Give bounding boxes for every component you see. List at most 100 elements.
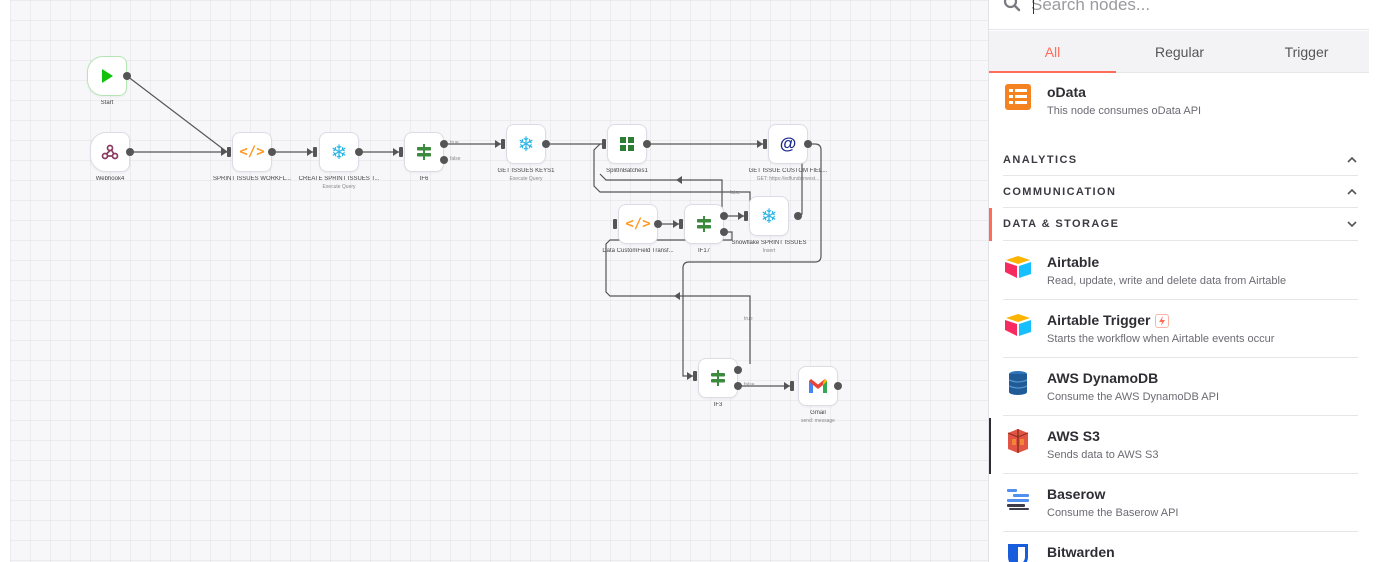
odata-icon — [1003, 82, 1033, 112]
split-in-batches-node[interactable] — [607, 124, 647, 164]
gmail-sub: send: message — [801, 418, 835, 424]
if3-false-handle[interactable] — [734, 382, 742, 390]
start-node[interactable] — [87, 56, 127, 96]
gmail-node[interactable] — [798, 366, 838, 406]
grid-icon — [620, 137, 634, 151]
connection-start-to-workflow — [126, 75, 228, 153]
tab-all[interactable]: All — [989, 31, 1116, 73]
if17-true-handle[interactable] — [720, 212, 728, 220]
get-issue-custom-sub: GET: https://edfundsinvest... — [756, 176, 820, 182]
start-output-handle[interactable] — [123, 72, 131, 80]
search-icon — [1003, 0, 1021, 12]
play-icon — [102, 69, 113, 83]
category-analytics[interactable]: ANALYTICS — [1003, 144, 1358, 176]
node-item-name-row: Airtable Trigger — [1047, 312, 1170, 329]
search-input[interactable] — [1031, 0, 1351, 19]
if6-false-tag: false — [450, 156, 461, 162]
if3-label: IF3 — [713, 402, 723, 408]
category-data-storage[interactable]: DATA & STORAGE — [1003, 208, 1358, 241]
connection-getcustom-loop — [682, 143, 822, 377]
if17-false-handle[interactable] — [720, 228, 728, 236]
start-node-label: Start — [100, 100, 114, 106]
node-item-name: AWS DynamoDB — [1047, 370, 1159, 386]
s3-icon — [1003, 426, 1033, 456]
create-output-handle[interactable] — [355, 148, 363, 156]
code-icon: </> — [625, 216, 651, 232]
airtable-icon — [1003, 252, 1033, 282]
workflow-output-handle[interactable] — [268, 148, 276, 156]
if6-input-handle[interactable] — [399, 147, 403, 157]
sprint-issues-workflow-node[interactable]: </> — [232, 132, 272, 172]
if17-node[interactable] — [684, 204, 724, 244]
node-item-baserow[interactable]: Baserow Consume the Baserow API — [1003, 474, 1358, 532]
node-item-name: Airtable Trigger — [1047, 312, 1151, 328]
category-label: DATA & STORAGE — [1003, 218, 1120, 230]
snowflake-icon: ❄ — [760, 205, 778, 228]
node-item-desc: Consume the Baserow API — [1047, 507, 1179, 519]
webhook-output-handle[interactable] — [126, 148, 134, 156]
node-item-bitwarden[interactable]: Bitwarden — [1003, 532, 1358, 562]
category-communication[interactable]: COMMUNICATION — [1003, 176, 1358, 208]
create-sprint-issues-node[interactable]: ❄ — [319, 132, 359, 172]
if6-label: IF6 — [419, 176, 429, 182]
get-issues-keys-label: GET ISSUES KEYS1 — [497, 168, 555, 174]
if6-node[interactable] — [404, 132, 444, 172]
snowflake-sprint-output-handle[interactable] — [794, 212, 802, 220]
if6-true-handle[interactable] — [440, 140, 448, 148]
split-output-handle[interactable] — [643, 140, 651, 148]
connections-layer — [126, 75, 822, 390]
chevron-up-icon — [1347, 188, 1357, 195]
node-creator-panel: All Regular Trigger oData This node cons… — [988, 0, 1369, 562]
snowflake-sprint-issues-node[interactable]: ❄ — [749, 196, 789, 236]
data-customfield-output-handle[interactable] — [654, 220, 662, 228]
workflow-canvas[interactable]: Start Webhook4 </> SPRINT ISSUES WORKFL.… — [10, 0, 988, 562]
gmail-icon — [809, 379, 827, 393]
http-request-icon: @ — [779, 134, 797, 153]
getkeys-output-handle[interactable] — [542, 140, 550, 148]
baserow-icon — [1003, 484, 1033, 514]
tab-regular[interactable]: Regular — [1154, 43, 1205, 60]
tab-trigger[interactable]: Trigger — [1284, 43, 1329, 60]
webhook-icon — [101, 144, 119, 160]
get-issue-custom-node[interactable]: @ — [768, 124, 808, 164]
create-sprint-issues-sub: Execute Query — [322, 184, 356, 190]
bitwarden-icon — [1003, 542, 1033, 562]
snowflake-sprint-input-handle[interactable] — [744, 211, 748, 221]
node-item-name: AWS S3 — [1047, 428, 1100, 444]
getkeys-input-handle[interactable] — [501, 139, 505, 149]
if3-input-handle[interactable] — [693, 371, 697, 381]
workflow-input-handle[interactable] — [227, 147, 231, 157]
split-in-batches-label: SplitInBatches1 — [606, 168, 648, 174]
node-item-desc: Sends data to AWS S3 — [1047, 449, 1159, 461]
gmail-output-handle[interactable] — [834, 382, 842, 390]
if17-input-handle[interactable] — [679, 219, 683, 229]
getcustom-input-handle[interactable] — [763, 139, 767, 149]
split-input-handle[interactable] — [602, 139, 606, 149]
scrollbar-thumb[interactable] — [989, 418, 991, 474]
node-type-tabs: All Regular Trigger — [989, 31, 1369, 73]
get-issue-custom-label: GET ISSUE CUSTOM FIEL... — [748, 168, 828, 174]
get-issues-keys-node[interactable]: ❄ — [506, 124, 546, 164]
if3-node[interactable] — [698, 358, 738, 398]
if-signpost-icon — [417, 144, 431, 160]
webhook-node[interactable] — [90, 132, 130, 172]
create-input-handle[interactable] — [313, 147, 317, 157]
airtable-icon — [1003, 310, 1033, 340]
node-item-odata[interactable]: oData This node consumes oData API — [1003, 74, 1358, 130]
if3-true-tag: true — [744, 316, 753, 322]
data-customfield-node[interactable]: </> — [618, 204, 658, 244]
if6-false-handle[interactable] — [440, 156, 448, 164]
node-item-airtable-trigger[interactable]: Airtable Trigger Starts the workflow whe… — [1003, 300, 1358, 358]
node-item-aws-s3[interactable]: AWS S3 Sends data to AWS S3 — [1003, 416, 1358, 474]
code-icon: </> — [239, 144, 265, 160]
node-item-airtable[interactable]: Airtable Read, update, write and delete … — [1003, 242, 1358, 300]
gmail-input-handle[interactable] — [790, 381, 794, 391]
if6-true-tag: true — [450, 140, 459, 146]
text-caret — [1033, 0, 1034, 14]
snowflake-sprint-issues-label: Snowflake SPRINT ISSUES — [731, 240, 807, 246]
if3-true-handle[interactable] — [734, 366, 742, 374]
getcustom-output-handle[interactable] — [804, 140, 812, 148]
data-customfield-input-handle[interactable] — [613, 219, 617, 229]
node-item-aws-dynamodb[interactable]: AWS DynamoDB Consume the AWS DynamoDB AP… — [1003, 358, 1358, 416]
node-item-name: Bitwarden — [1047, 544, 1115, 560]
